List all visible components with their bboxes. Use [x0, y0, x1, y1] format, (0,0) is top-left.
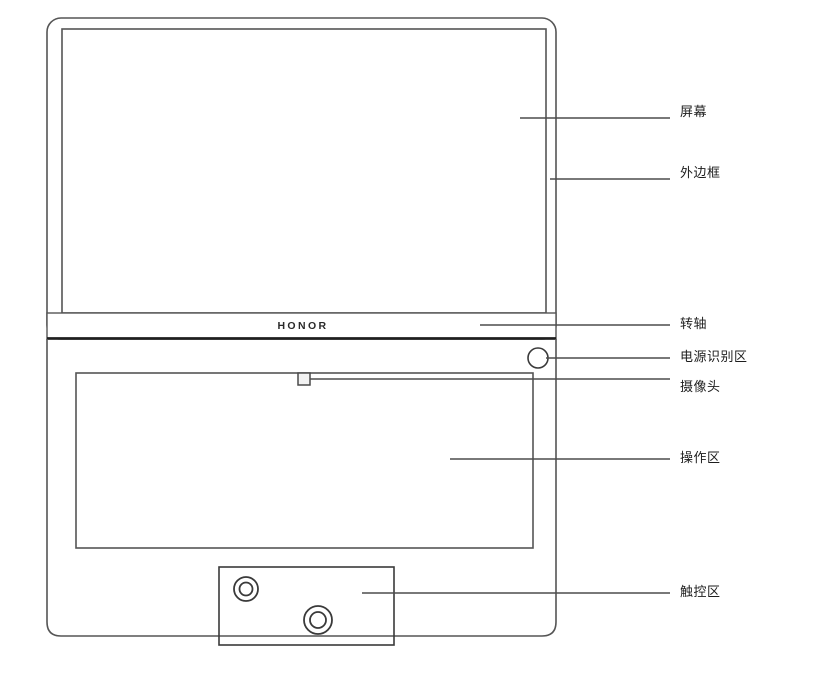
power-fingerprint-button[interactable]	[527, 347, 549, 369]
base-outer-shell	[46, 339, 557, 637]
callout-label-hinge: 转轴	[680, 317, 708, 332]
operation-area-region	[75, 372, 534, 549]
laptop-base-group	[46, 339, 557, 646]
callout-label-outer-bezel: 外边框	[680, 166, 721, 181]
callout-label-touch-area: 触控区	[680, 585, 721, 600]
callout-label-camera: 摄像头	[680, 380, 721, 395]
touch-point-large-outer	[303, 605, 333, 635]
touch-point-large-inner	[309, 611, 327, 629]
laptop-lid-group	[46, 17, 557, 340]
camera-module	[297, 372, 311, 386]
touch-area-group	[218, 566, 395, 646]
brand-logo-text: HONOR	[277, 320, 328, 332]
hinge-group: HONOR	[46, 312, 557, 340]
screen-display-area	[61, 28, 547, 314]
callout-label-power-area: 电源识别区	[680, 350, 748, 365]
callout-label-operation-area: 操作区	[680, 451, 721, 466]
leader-lines-group	[310, 117, 670, 594]
touch-area-region[interactable]	[218, 566, 395, 646]
touch-point-small-inner	[238, 581, 254, 597]
callout-label-screen: 屏幕	[680, 105, 708, 120]
touch-point-small-outer	[233, 576, 259, 602]
